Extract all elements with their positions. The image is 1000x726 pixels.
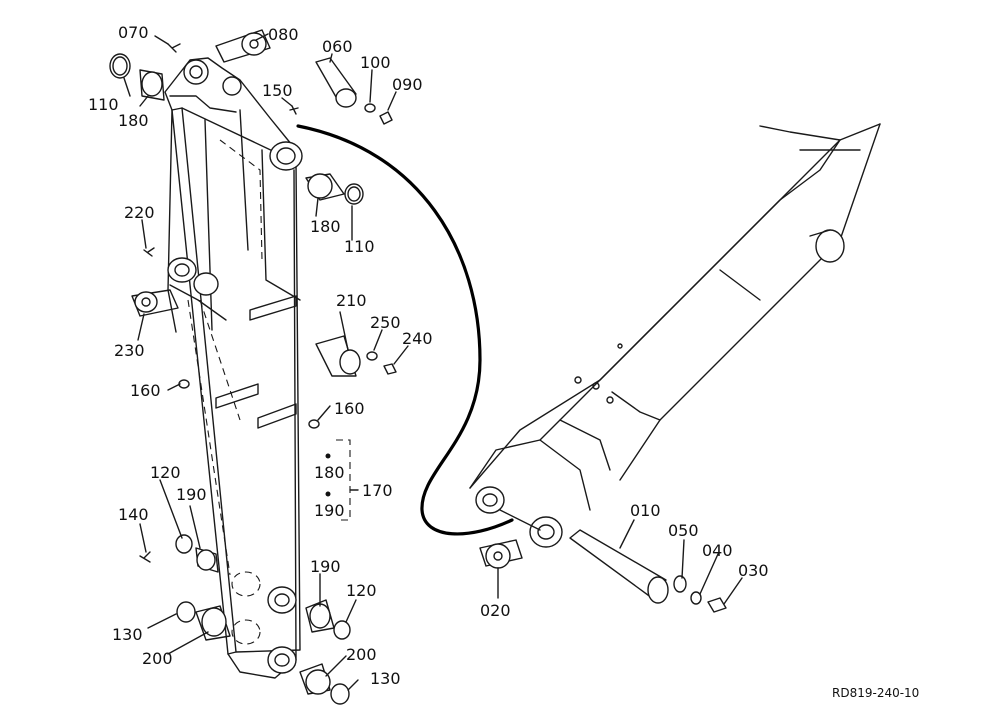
label-110: 110 <box>344 237 375 256</box>
label-110: 110 <box>88 95 119 114</box>
boom-parts <box>479 529 727 613</box>
label-190: 190 <box>176 485 207 504</box>
label-240: 240 <box>402 329 433 348</box>
label-250: 250 <box>370 313 401 332</box>
label-010: 010 <box>630 501 661 520</box>
label-120: 120 <box>346 581 377 600</box>
label-200: 200 <box>346 645 377 664</box>
part-labels: 070 080 060 110 100 090 180 150 180 110 … <box>88 23 769 688</box>
label-030: 030 <box>738 561 769 580</box>
label-130: 130 <box>370 669 401 688</box>
label-070: 070 <box>118 23 149 42</box>
label-230: 230 <box>114 341 145 360</box>
connection-curve <box>296 124 514 536</box>
label-160: 160 <box>334 399 365 418</box>
boom-assembly <box>469 123 881 548</box>
label-180: 180 <box>314 463 345 482</box>
label-170: 170 <box>362 481 393 500</box>
label-180: 180 <box>310 217 341 236</box>
arm-parts <box>109 29 397 705</box>
label-130: 130 <box>112 625 143 644</box>
label-160: 160 <box>130 381 161 400</box>
label-090: 090 <box>392 75 423 94</box>
label-120: 120 <box>150 463 181 482</box>
label-200: 200 <box>142 649 173 668</box>
label-190: 190 <box>310 557 341 576</box>
label-140: 140 <box>118 505 149 524</box>
label-050: 050 <box>668 521 699 540</box>
drawing-code: RD819-240-10 <box>832 686 919 700</box>
label-080: 080 <box>268 25 299 44</box>
label-060: 060 <box>322 37 353 56</box>
label-040: 040 <box>702 541 733 560</box>
label-100: 100 <box>360 53 391 72</box>
label-180: 180 <box>118 111 149 130</box>
label-150: 150 <box>262 81 293 100</box>
label-220: 220 <box>124 203 155 222</box>
label-020: 020 <box>480 601 511 620</box>
label-210: 210 <box>336 291 367 310</box>
arm-assembly <box>164 57 303 679</box>
label-190: 190 <box>314 501 345 520</box>
leader-lines <box>123 33 743 691</box>
